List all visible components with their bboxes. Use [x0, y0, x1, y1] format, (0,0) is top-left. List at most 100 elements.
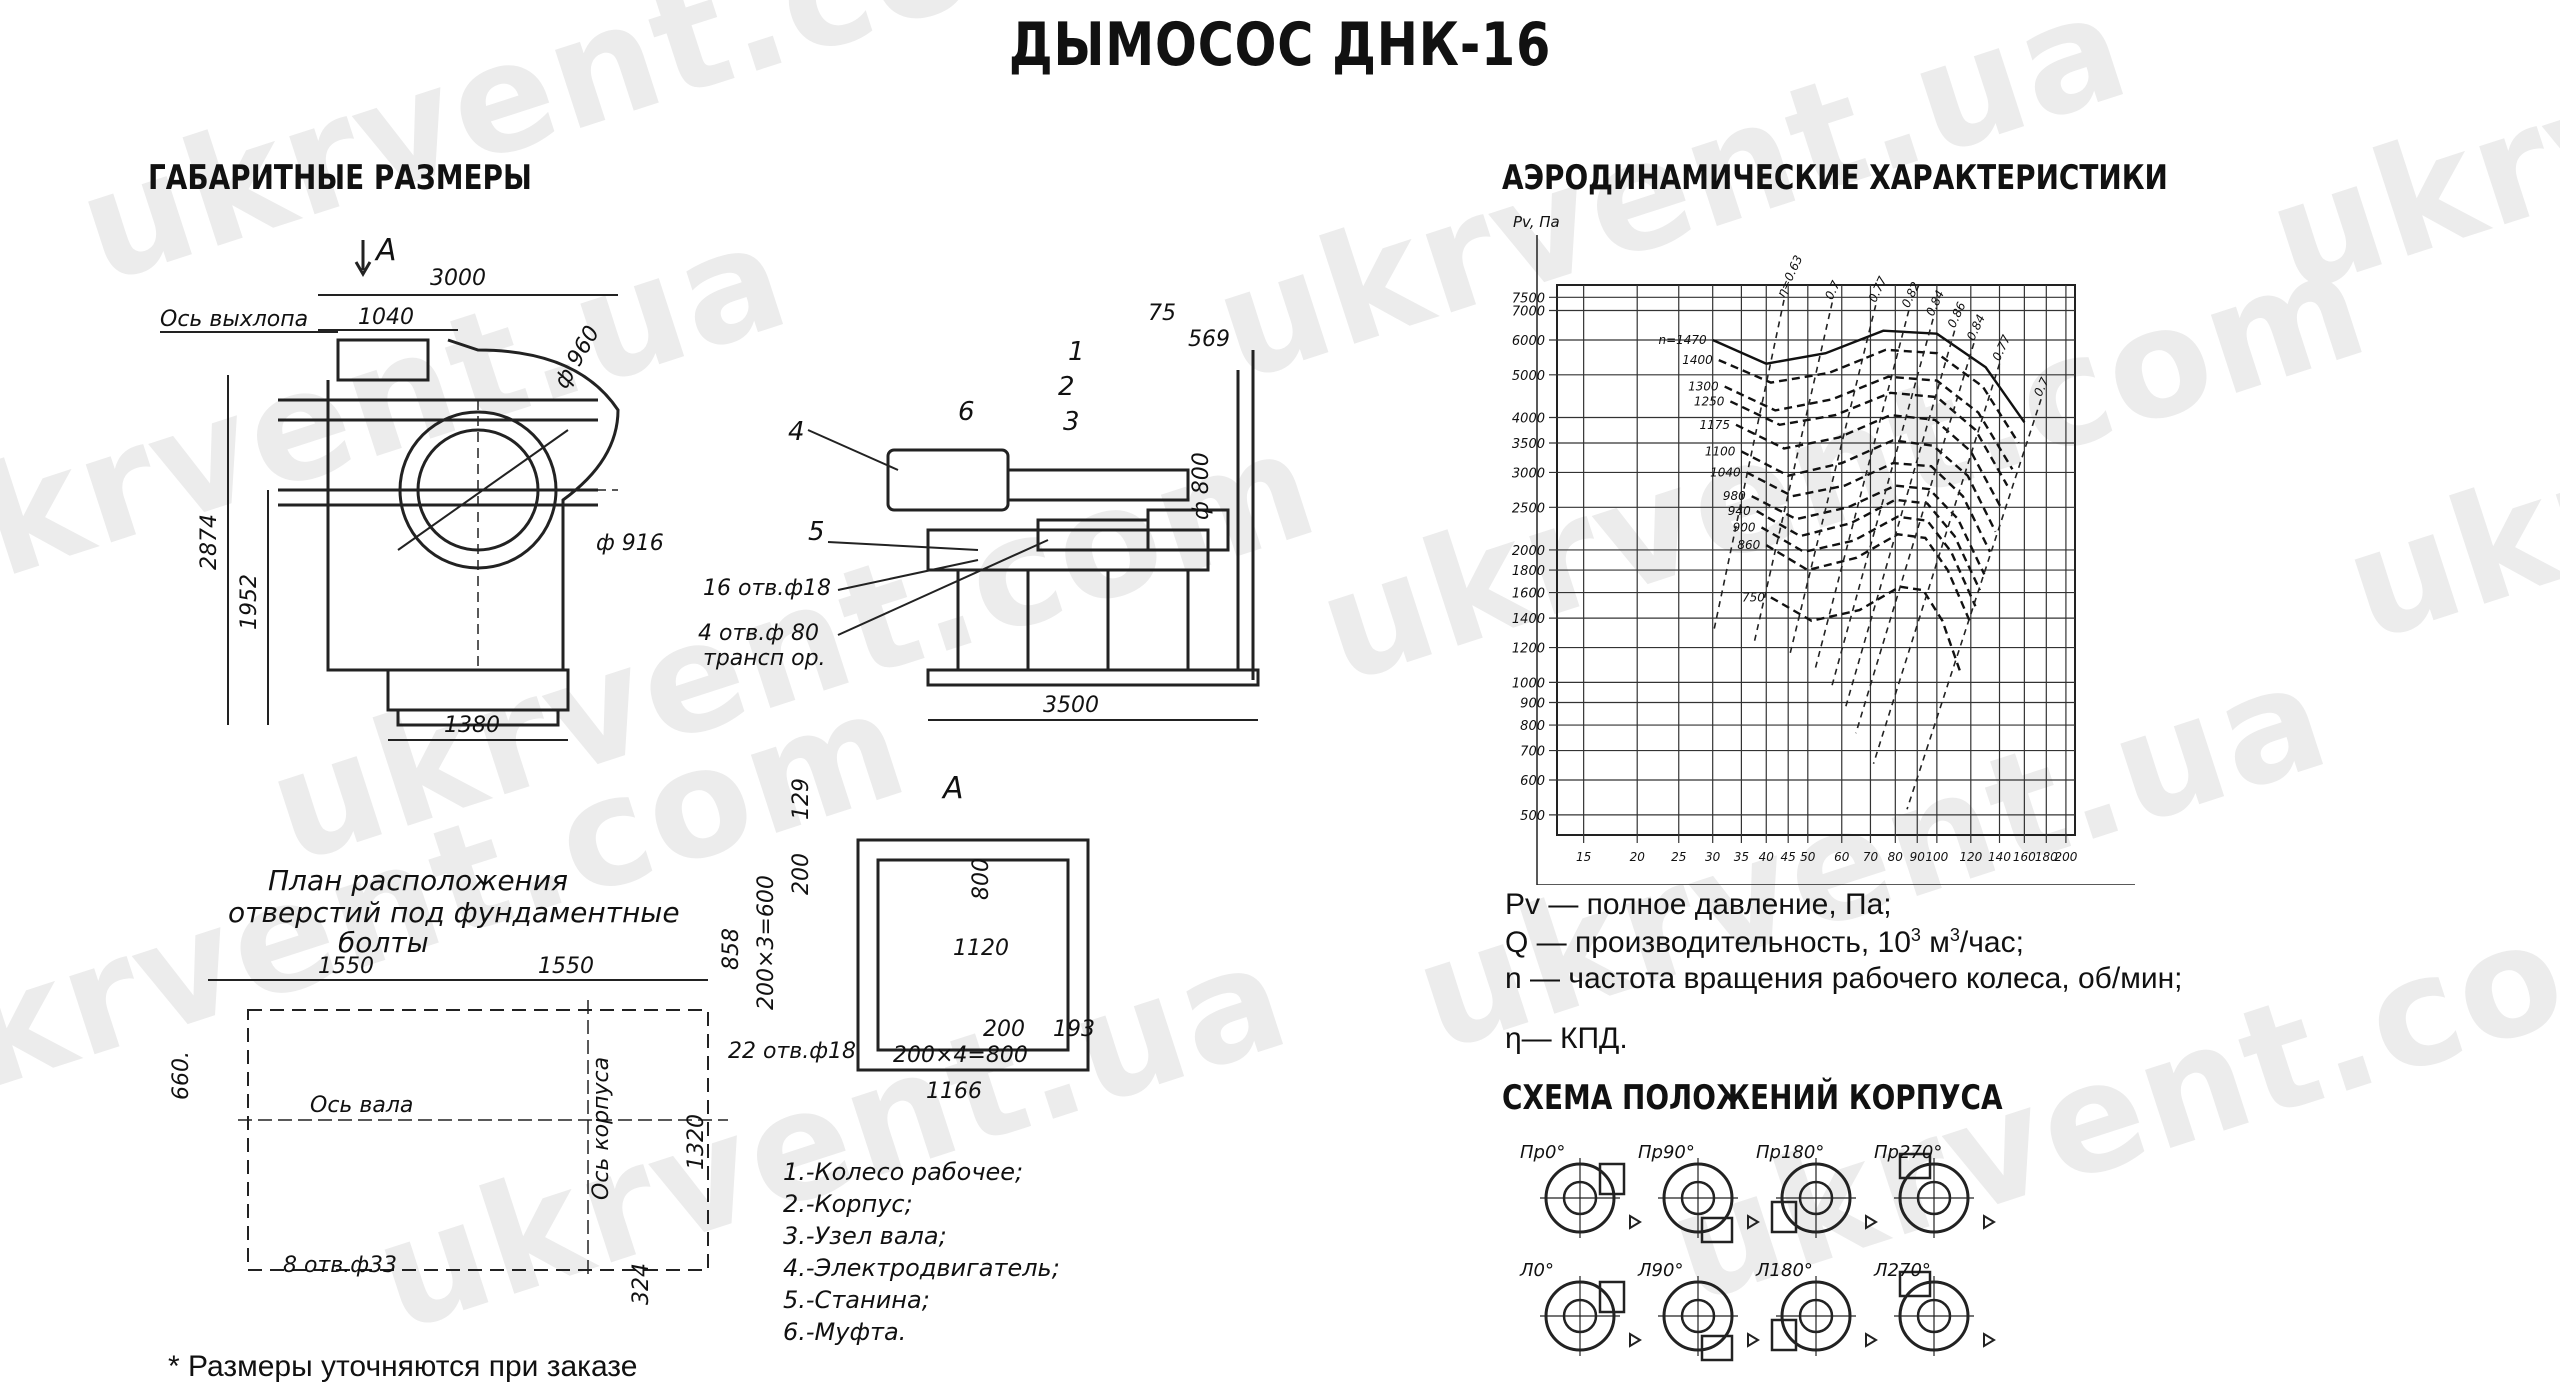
view-dim-800: 800	[969, 858, 994, 900]
rpm-label: 1040	[1710, 465, 1741, 479]
holes-4-transport: трансп ор.	[703, 646, 826, 671]
y-tick-label: 3500	[1512, 437, 1545, 452]
legend-pv: Pv — полное давление, Па;	[1505, 888, 1892, 921]
plan-dim-660: 660.	[169, 1051, 194, 1100]
rpm-label: 980	[1723, 489, 1746, 503]
rpm-label: 1400	[1682, 353, 1713, 367]
foundation-plan: План расположения отверстий под фундамен…	[169, 864, 728, 1305]
part-5: 5.-Станина;	[783, 1286, 930, 1314]
curve-1040	[1746, 461, 1992, 553]
curve-900	[1760, 515, 1977, 607]
parts-list: 1.-Колесо рабочее; 2.-Корпус; 3.-Узел ва…	[783, 1158, 1060, 1346]
efficiency-label: 0.77	[1990, 332, 2014, 362]
plan-dim-1550a: 1550	[318, 954, 374, 979]
position-outlet	[1598, 1162, 1626, 1196]
dim-phi960: ф 960	[550, 322, 606, 393]
y-tick-label: 3000	[1512, 466, 1545, 481]
plot-frame	[1556, 284, 2076, 836]
fan-side-view: 3500 75 569 ф 800 1 2 3 4 5 6 16 отв.ф18…	[698, 301, 1260, 721]
curve-1300	[1724, 375, 2014, 470]
dim-3000: 3000	[430, 266, 486, 291]
efficiency-label: η=0.63	[1774, 253, 1805, 299]
dim-phi916: ф 916	[596, 531, 664, 556]
y-tick-label: 900	[1520, 697, 1545, 712]
y-tick-label: 5000	[1512, 369, 1545, 384]
efficiency-line	[1788, 304, 1877, 656]
legend-q-c: /час;	[1959, 926, 2024, 959]
x-tick-label: 40	[1759, 850, 1775, 864]
x-tick-label: 50	[1800, 850, 1816, 864]
y-tick-label: 1400	[1512, 612, 1545, 627]
position-label: Пр0°	[1520, 1142, 1565, 1163]
section-aero-title: АЭРОДИНАМИЧЕСКИЕ ХАРАКТЕРИСТИКИ	[1502, 158, 2168, 198]
curve-n=1470	[1712, 329, 2026, 423]
dim-1952: 1952	[237, 574, 262, 630]
curve-1250	[1729, 391, 2009, 487]
efficiency-line	[1830, 318, 1934, 690]
part-4: 4.-Электродвигатель;	[783, 1254, 1060, 1282]
y-tick-label: 1600	[1512, 587, 1545, 602]
aero-chart: 5006007008009001000120014001600180020002…	[1512, 213, 2135, 885]
x-tick-label: 200	[2054, 850, 2077, 864]
section-positions-title: СХЕМА ПОЛОЖЕНИЙ КОРПУСА	[1502, 1078, 2003, 1118]
position-label: Л270°	[1873, 1260, 1931, 1281]
x-tick-label: 25	[1671, 850, 1686, 864]
position-label: Л90°	[1637, 1260, 1683, 1281]
x-tick-label: 120	[1959, 850, 1982, 864]
legend-q-b: м	[1920, 926, 1950, 959]
curve-860	[1765, 533, 1972, 625]
curve-1100	[1740, 439, 1997, 533]
x-tick-label: 30	[1705, 850, 1721, 864]
dimensions-drawing: A 3000 1040 Ось выхлопа ф 960 ф 916 2874…	[160, 233, 1260, 1346]
holes-4-label: 4 отв.ф 80	[698, 621, 819, 646]
legend-q-sup2: 3	[1949, 925, 1960, 945]
footnote: * Размеры уточняются при заказе	[168, 1350, 638, 1383]
position-outlet	[1770, 1318, 1798, 1352]
y-tick-label: 1000	[1512, 676, 1545, 691]
callout-3: 3	[1063, 407, 1080, 437]
position-outlet	[1898, 1270, 1932, 1298]
view-dim-193: 193	[1053, 1017, 1095, 1042]
curve-750	[1770, 585, 1963, 676]
view-a-label: A	[374, 233, 397, 268]
x-tick-label: 80	[1888, 850, 1904, 864]
y-axis-label: Pv, Па	[1513, 213, 1560, 231]
y-tick-label: 2000	[1512, 544, 1545, 559]
part-2: 2.-Корпус;	[783, 1190, 913, 1218]
x-tick-label: 100	[1925, 850, 1948, 864]
curve-1400	[1718, 348, 2020, 444]
body-positions: Пр0°Пр90°Пр180°Пр270°Л0°Л90°Л180°Л270°	[1519, 1142, 1996, 1362]
dim-phi800: ф 800	[1189, 452, 1214, 520]
direction-arrow	[1629, 1332, 1642, 1348]
direction-arrow	[1865, 1332, 1878, 1348]
legend-q-sup1: 3	[1910, 925, 1921, 945]
x-tick-label: 90	[1910, 850, 1926, 864]
holes-16-label: 16 отв.ф18	[703, 576, 831, 601]
efficiency-line	[1855, 342, 1975, 734]
body-axis-label: Ось корпуса	[589, 1057, 614, 1200]
dim-75: 75	[1148, 301, 1176, 326]
efficiency-label: 0.7	[1822, 278, 1843, 302]
y-tick-label: 1800	[1512, 564, 1545, 579]
view-a-title: A	[941, 771, 964, 806]
callout-1: 1	[1068, 337, 1085, 367]
position-label: Л180°	[1755, 1260, 1813, 1281]
rpm-label: 1100	[1705, 444, 1736, 458]
position-label: Пр180°	[1756, 1142, 1824, 1163]
direction-arrow	[1983, 1214, 1996, 1230]
view-dim-200x3: 200×3=600	[754, 875, 779, 1010]
curve-940	[1756, 498, 1981, 591]
y-tick-label: 7500	[1512, 291, 1545, 306]
x-tick-label: 180	[2035, 850, 2058, 864]
legend-eta: η— КПД.	[1505, 1022, 1628, 1055]
shaft-axis-label: Ось вала	[310, 1093, 413, 1118]
efficiency-line	[1906, 399, 2042, 810]
position-outlet	[1898, 1152, 1932, 1180]
dim-1040: 1040	[358, 305, 414, 330]
y-tick-label: 1200	[1512, 642, 1545, 657]
x-tick-label: 45	[1781, 850, 1796, 864]
y-tick-label: 7000	[1512, 305, 1545, 320]
view-dim-129: 129	[789, 778, 814, 820]
x-tick-label: 140	[1988, 850, 2011, 864]
fan-front-view: A 3000 1040 Ось выхлопа ф 960 ф 916 2874…	[160, 233, 664, 741]
